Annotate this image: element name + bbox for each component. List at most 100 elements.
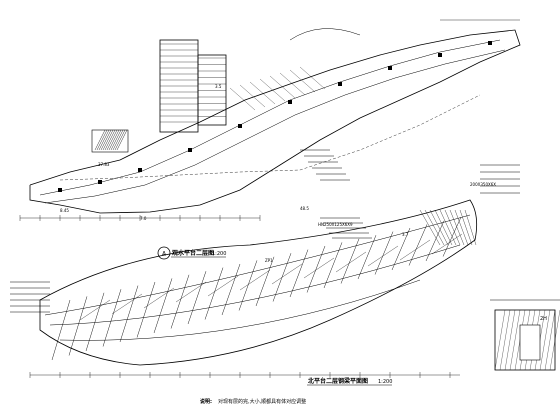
upper-plan-title: 观水平台二层图	[172, 249, 214, 257]
end-hatch	[434, 209, 453, 246]
walkway-line-1	[39, 39, 501, 196]
end-hatch	[459, 209, 473, 246]
beam-transverse	[323, 242, 343, 289]
hatch-line	[112, 129, 124, 151]
column-marker	[488, 41, 492, 45]
beam-transverse	[153, 278, 173, 334]
end-hatch	[439, 209, 457, 246]
beam-long-2	[49, 244, 461, 326]
beam-note-3: ZP1	[265, 258, 273, 263]
hatch-line	[102, 129, 114, 151]
column-marker	[188, 148, 192, 152]
beam-note-2: HN250X125X6X9	[318, 222, 353, 227]
detail-hatch	[499, 309, 511, 371]
column-marker	[338, 82, 342, 86]
leader-line	[259, 78, 286, 102]
leader-line	[299, 66, 326, 90]
dim-label-5: 7.0	[140, 216, 147, 221]
beam-transverse	[425, 220, 445, 262]
hatch-line	[106, 129, 118, 151]
end-hatch	[429, 209, 449, 246]
hatch-line	[114, 129, 126, 151]
beam-brace	[431, 233, 463, 255]
beam-brace	[367, 245, 399, 267]
beam-brace	[335, 251, 367, 273]
column-marker	[438, 53, 442, 57]
beam-brace	[399, 239, 431, 261]
beam-transverse	[187, 271, 207, 325]
section-tag-circle	[157, 246, 171, 260]
dim-label-2: 48.5	[300, 206, 309, 211]
beam-brace	[271, 263, 303, 285]
beam-transverse	[136, 281, 156, 338]
arc-feature	[289, 28, 361, 41]
beam-brace	[303, 257, 335, 279]
lower-plan-scale: 1:200	[378, 379, 392, 385]
beam-brace	[143, 287, 175, 309]
detail-hatch	[494, 309, 506, 371]
lower-outline	[39, 199, 478, 366]
beam-transverse	[85, 292, 105, 352]
detail-hatch	[539, 309, 551, 371]
beam-transverse	[238, 260, 258, 311]
beam-transverse	[51, 299, 71, 361]
beam-transverse	[289, 249, 309, 298]
beam-transverse	[357, 235, 377, 280]
beam-long-3	[59, 279, 421, 341]
beam-transverse	[340, 238, 360, 284]
column-marker	[98, 180, 102, 184]
beam-transverse	[306, 245, 326, 293]
side-label: 2H	[540, 316, 547, 322]
beam-transverse	[221, 263, 241, 316]
beam-transverse	[408, 224, 428, 266]
beam-transverse	[170, 274, 190, 329]
lower-plan-title: 北平台二层钢梁平面图	[308, 377, 368, 385]
dim-label-3: 3.5	[215, 84, 222, 89]
end-hatch	[454, 209, 469, 246]
leader-line	[239, 84, 266, 108]
detail-section	[490, 299, 560, 371]
beam-transverse	[68, 296, 88, 356]
detail-core	[519, 324, 541, 361]
hatch-line	[108, 129, 120, 151]
dim-label-1: 37.83	[98, 162, 110, 167]
leader-line	[289, 69, 316, 93]
leader-line	[279, 72, 306, 96]
column-marker	[238, 124, 242, 128]
hatch-line	[94, 129, 106, 151]
end-hatch	[464, 209, 477, 246]
beam-transverse	[391, 227, 411, 271]
leader-line	[249, 81, 276, 105]
dim-label-4: 8.45	[60, 208, 69, 213]
column-marker	[58, 188, 62, 192]
beam-transverse	[374, 231, 394, 275]
beam-transverse	[119, 285, 139, 343]
detail-hatch	[509, 309, 521, 371]
end-hatch	[449, 209, 465, 246]
beam-brace	[111, 293, 143, 315]
end-hatch	[424, 209, 445, 246]
lower-plan	[10, 199, 478, 378]
hatch-line	[100, 129, 112, 151]
upper-plan-scale: 1:200	[212, 251, 226, 257]
core-block-2	[197, 54, 227, 126]
beam-note-4: 3.7	[402, 232, 409, 237]
detail-hatch	[549, 309, 560, 371]
column-marker	[138, 168, 142, 172]
beam-transverse	[255, 256, 275, 307]
hatch-line	[116, 129, 128, 151]
leader-line	[269, 75, 296, 99]
column-marker	[288, 100, 292, 104]
hatch-line	[104, 129, 116, 151]
upper-plan	[19, 19, 521, 221]
leader-line	[229, 87, 256, 111]
detail-hatch	[544, 309, 556, 371]
footer-text: 对现有层的完,大小,顺都具有体对应调整	[218, 398, 306, 405]
beam-transverse	[442, 217, 462, 257]
detail-hatch	[504, 309, 516, 371]
hatch-line	[98, 129, 110, 151]
axis-line	[59, 94, 481, 181]
beam-transverse	[102, 289, 122, 347]
